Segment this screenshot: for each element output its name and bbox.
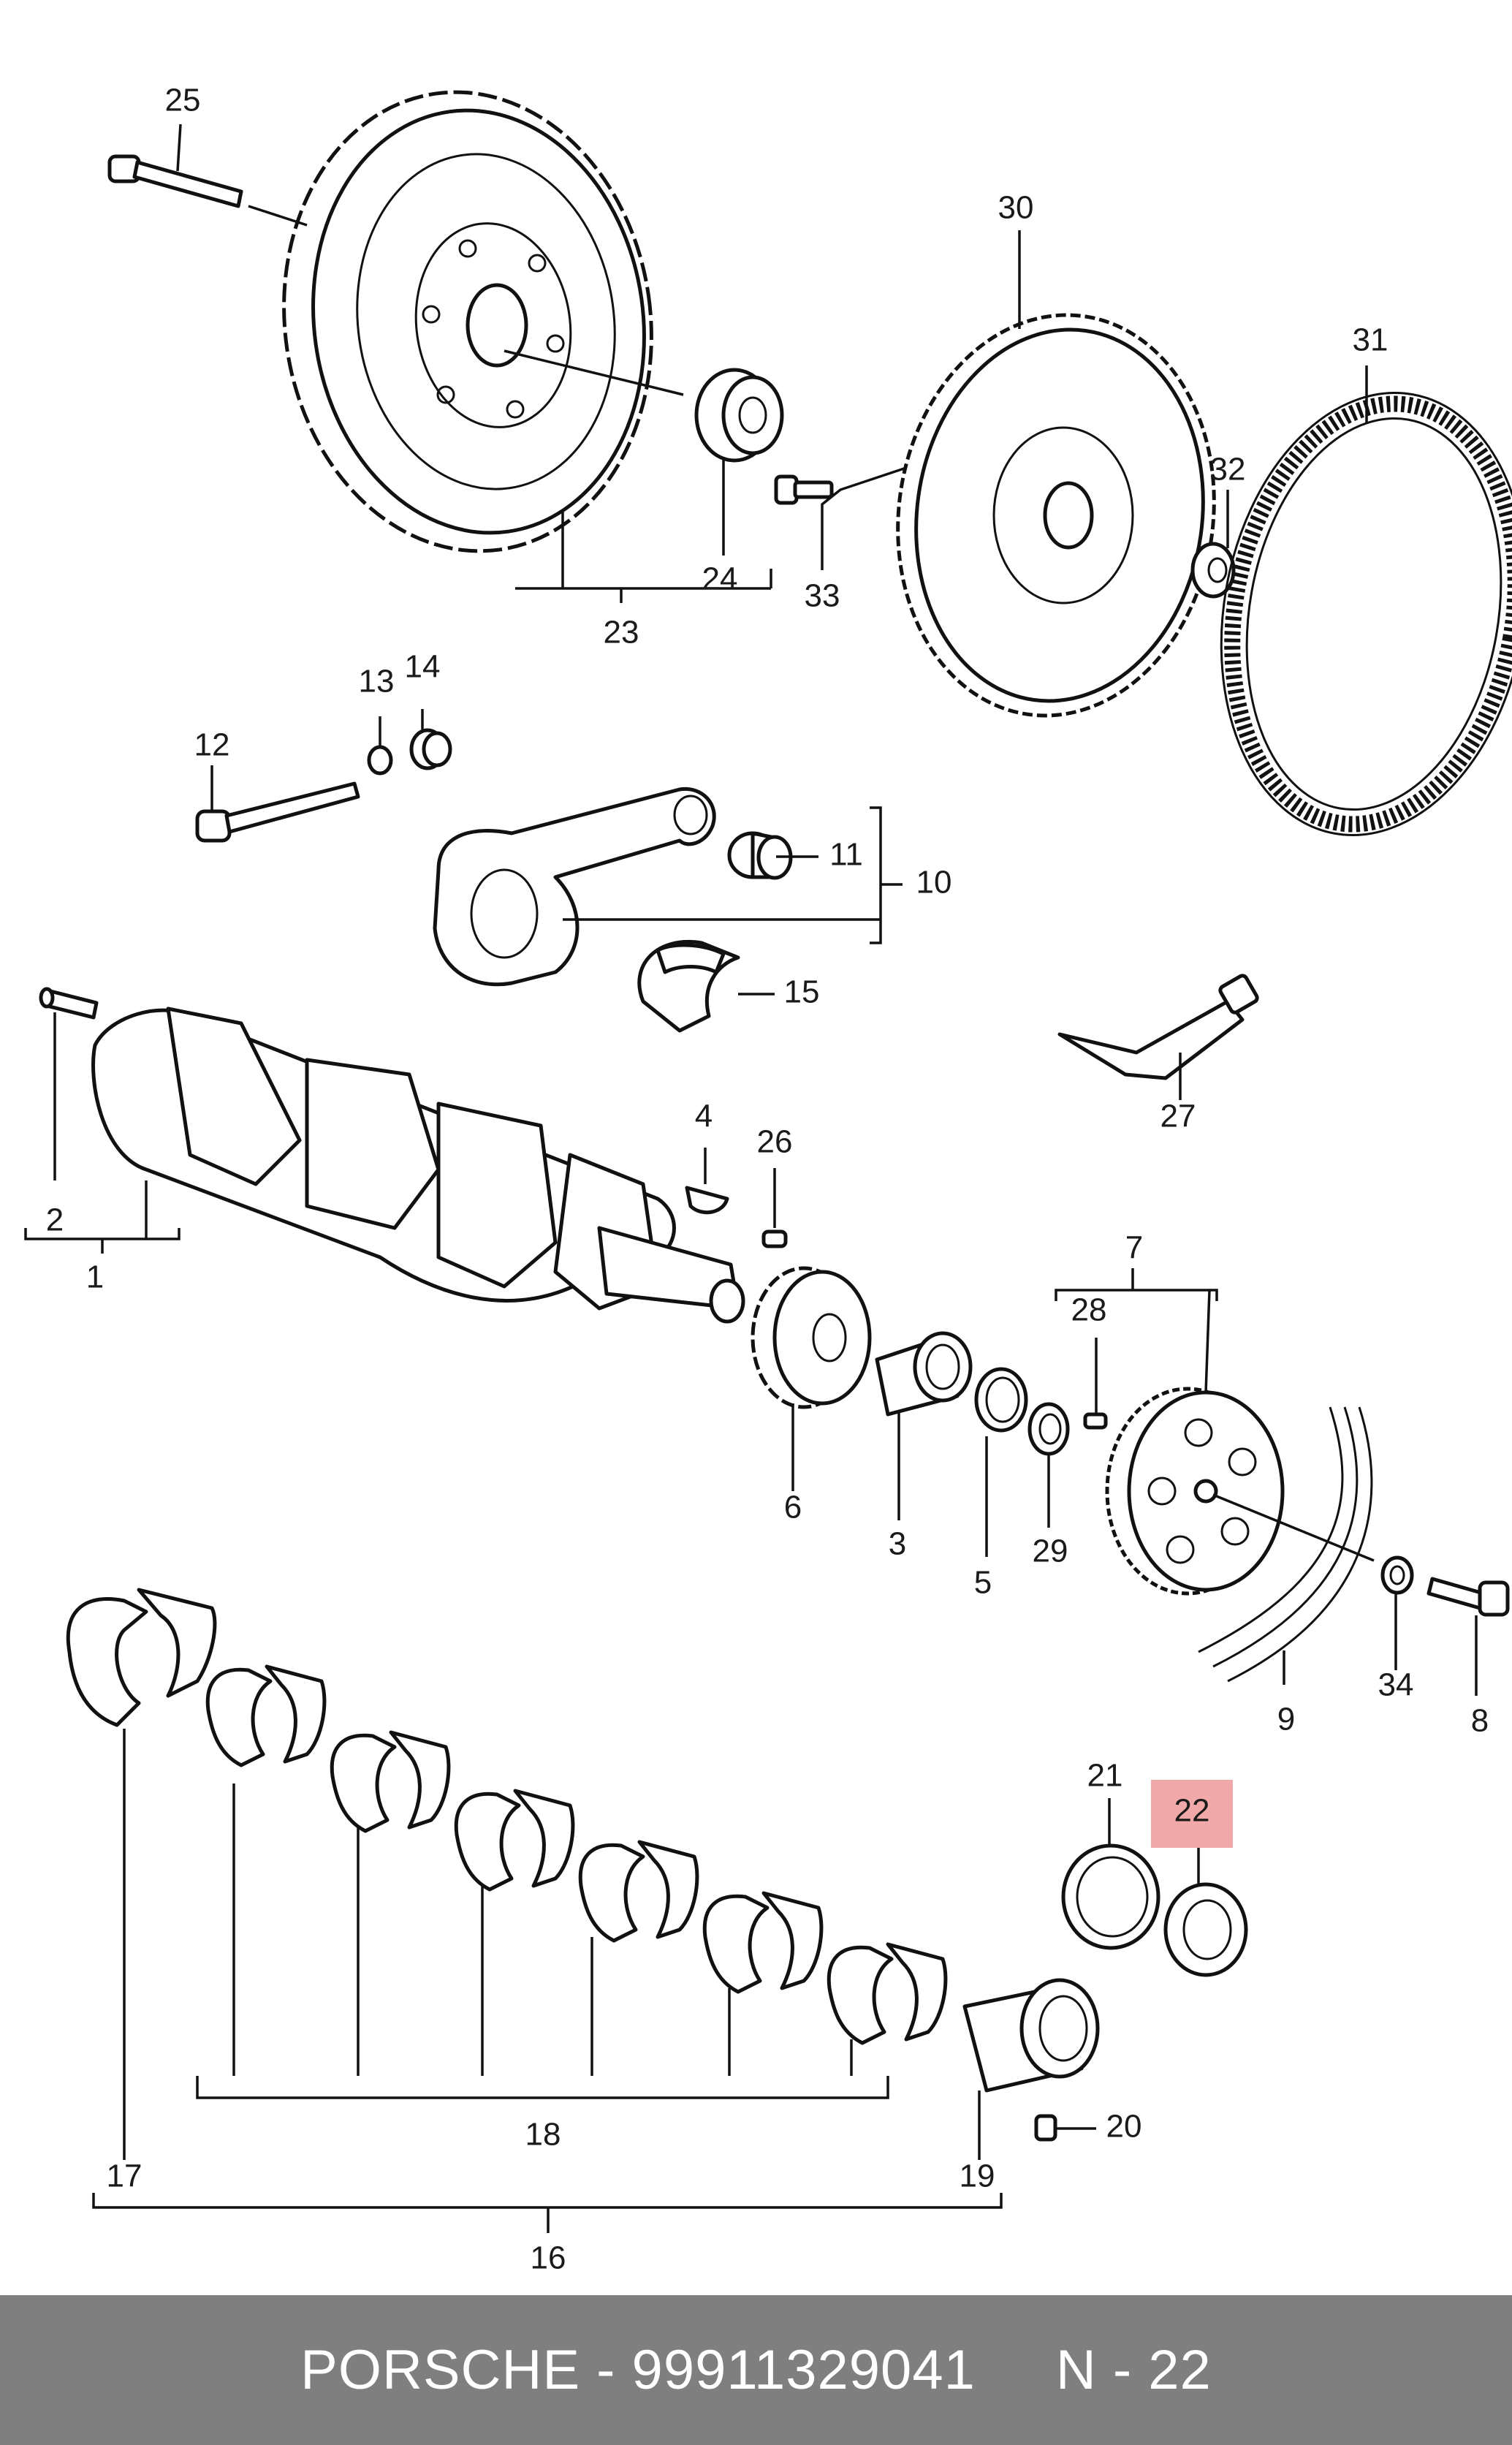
footer-caption: PORSCHE - 99911329041 N - 22 (0, 2295, 1512, 2445)
callout-10: 10 (916, 865, 952, 901)
leader-lines (24, 124, 1478, 2233)
callout-27: 27 (1160, 1099, 1196, 1134)
callout-11: 11 (829, 837, 863, 873)
washer-34 (1380, 1555, 1414, 1595)
pin-20 (1034, 2114, 1057, 2142)
belt (1198, 1406, 1373, 1683)
callout-19: 19 (960, 2158, 995, 2194)
callout-32: 32 (1210, 452, 1246, 488)
position-text: N - 22 (1055, 2339, 1212, 2401)
pin-26 (761, 1229, 788, 1248)
crank-gear (751, 1266, 872, 1409)
seal-22 (1163, 1882, 1248, 1977)
callout-9: 9 (1277, 1702, 1295, 1737)
callout-6: 6 (784, 1490, 802, 1525)
bushing-11 (727, 831, 793, 880)
callout-14: 14 (405, 649, 441, 685)
callout-29: 29 (1033, 1534, 1068, 1569)
rod-bearing-shells (637, 940, 740, 1033)
callout-2: 2 (46, 1202, 64, 1238)
callout-4: 4 (695, 1099, 713, 1134)
bolt-8 (1426, 1577, 1510, 1617)
callout-26: 26 (757, 1124, 793, 1160)
callout-34: 34 (1378, 1667, 1414, 1703)
callout-21: 21 (1087, 1758, 1123, 1794)
callout-28: 28 (1071, 1292, 1107, 1328)
callout-18: 18 (525, 2117, 561, 2153)
callout-25: 25 (165, 83, 201, 118)
flywheel-bolt (107, 154, 243, 208)
parts-diagram: 25 24 23 30 33 32 31 13 14 12 11 10 15 2… (24, 83, 1512, 2276)
sealant-tube (1057, 974, 1259, 1080)
callout-17: 17 (107, 2158, 143, 2194)
dowel-pin-2 (39, 987, 99, 1020)
callout-8: 8 (1471, 1703, 1489, 1739)
callout-7: 7 (1125, 1230, 1143, 1266)
callout-22: 22 (1174, 1793, 1210, 1829)
callout-24: 24 (702, 561, 738, 597)
callout-5: 5 (974, 1565, 992, 1601)
callout-1: 1 (86, 1259, 104, 1295)
callout-20: 20 (1106, 2109, 1142, 2145)
callout-30: 30 (998, 190, 1034, 226)
snap-ring-5 (974, 1367, 1028, 1433)
flywheel-screw (774, 474, 834, 505)
bolt-12 (195, 781, 360, 843)
flywheel (896, 313, 1216, 718)
callout-31: 31 (1353, 322, 1388, 358)
needle-bearing (1190, 542, 1236, 599)
callout-3: 3 (889, 1526, 906, 1562)
crank-pulley (1105, 1387, 1285, 1596)
connecting-rod (433, 786, 716, 987)
callout-numbers: 25 24 23 30 33 32 31 13 14 12 11 10 15 2… (46, 83, 1489, 2276)
main-bearing-shells (66, 1588, 948, 2045)
nut-14 (409, 728, 452, 770)
o-ring-21 (1061, 1843, 1160, 1950)
washer-29 (1027, 1402, 1070, 1456)
ring-gear (1220, 392, 1512, 836)
callout-15: 15 (784, 974, 820, 1010)
callout-12: 12 (194, 727, 230, 763)
pin-28 (1083, 1412, 1108, 1430)
pilot-bearing (694, 368, 784, 463)
part-number-text: PORSCHE - 99911329041 (300, 2339, 976, 2401)
callout-33: 33 (805, 578, 840, 614)
bushing-3 (875, 1331, 973, 1417)
callout-23: 23 (604, 615, 639, 651)
dual-mass-flywheel (282, 90, 653, 553)
washer-13 (367, 745, 393, 776)
woodruff-key-4 (685, 1186, 729, 1215)
bushing-19 (962, 1978, 1100, 2093)
callout-13: 13 (359, 664, 395, 700)
highlight-22 (1151, 1780, 1233, 1848)
crankshaft (91, 1007, 745, 1324)
callout-16: 16 (531, 2240, 566, 2276)
